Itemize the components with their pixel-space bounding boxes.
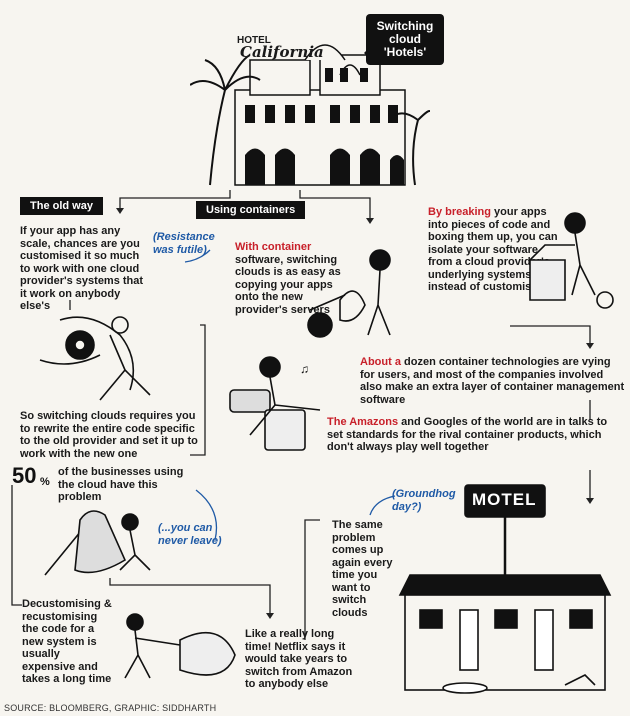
old-way-badge: The old way (20, 197, 103, 215)
groundhog-aside: (Groundhog day?) (392, 488, 456, 513)
music-note-icon: ♫ (300, 362, 309, 376)
hotel-script-sign: California (240, 43, 324, 61)
breaking-apps-rest: your apps into pieces of code and boxing… (428, 206, 558, 293)
never-leave-aside: (...you can never leave) (158, 522, 222, 547)
decustomise-text: Decustomising & recustomising the code f… (22, 598, 112, 685)
breaking-apps-text: By breaking your apps into pieces of cod… (428, 206, 558, 294)
stat-unit: % (40, 476, 50, 488)
box-packing-illustration (529, 212, 614, 309)
motel-sign-text: MOTEL (472, 490, 537, 509)
dragging-sack-illustration (124, 613, 236, 679)
hotel-sign: HOTEL (237, 35, 271, 46)
amazons-lead: The Amazons (327, 416, 399, 428)
copy-apps-lead: With container (235, 241, 312, 253)
amazons-text: The Amazons and Googles of the world are… (327, 416, 623, 454)
breaking-apps-lead: By breaking (428, 206, 491, 218)
amazons-rest: and Googles of the world are in talks to… (327, 416, 608, 453)
stat-text: of the businesses using the cloud have t… (58, 466, 184, 503)
using-containers-badge: Using containers (196, 201, 306, 219)
container-boxing-illustration (307, 249, 391, 338)
old-way-intro: If your app has any scale, chances are y… (20, 225, 144, 312)
copy-apps-rest: software, switching clouds is as easy as… (235, 253, 341, 316)
motel-illustration (398, 484, 612, 694)
resistance-aside: (Resistance was futile) (153, 231, 215, 256)
about-dozen-rest: dozen container technologies are vying f… (360, 356, 625, 406)
stat-value: 50 (12, 463, 37, 488)
about-dozen-lead: About a (360, 356, 401, 368)
source-credit: SOURCE: BLOOMBERG, GRAPHIC: SIDDHARTH (4, 703, 217, 713)
long-time-text: Like a really long time! Netflix says it… (245, 628, 353, 690)
title-bubble: Switching cloud 'Hotels' (364, 14, 444, 65)
vacuum-cleaning-illustration (44, 510, 151, 576)
switching-text: So switching clouds requires you to rewr… (20, 410, 198, 460)
old-way-tangled-figure-illustration (39, 316, 151, 401)
suitcase-rider-illustration (229, 356, 321, 451)
copy-apps-text: With container software, switching cloud… (235, 241, 357, 316)
about-dozen-text: About a dozen container technologies are… (360, 356, 626, 406)
same-problem-text: The same problem comes up again every ti… (332, 519, 393, 619)
